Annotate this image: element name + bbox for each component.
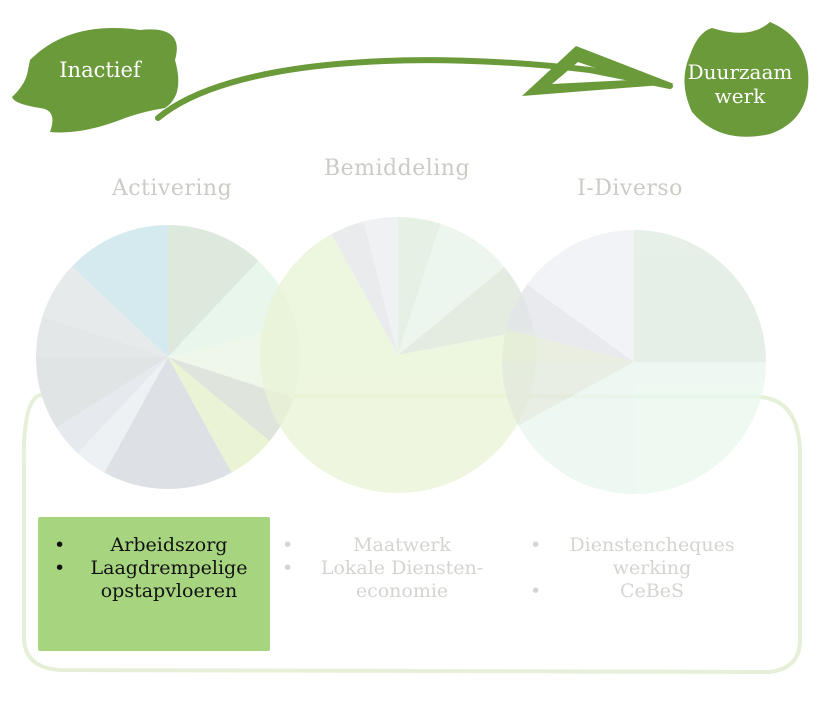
list-item: • Dienstencheques werking (526, 534, 752, 580)
column-title-activering: Activering (111, 176, 233, 201)
item-label: Maatwerk (353, 534, 451, 556)
highlight-box (38, 517, 270, 651)
bemiddeling-slice-2 (398, 267, 534, 355)
activering-slice-10 (42, 266, 168, 357)
activering-slice-1 (168, 260, 296, 357)
bullet-dot: • (530, 580, 542, 602)
item-label-cont: economie (355, 580, 449, 602)
end-label-line2: werk (714, 84, 766, 108)
item-label-cont: opstapvloeren (100, 580, 238, 602)
start-blob (12, 28, 179, 133)
start-label-text: Inactief (59, 58, 141, 82)
bemiddeling-slice-3 (260, 234, 536, 493)
activering-slice-11 (71, 225, 168, 357)
item-label: Laagdrempelige (90, 557, 248, 579)
pie-activering (36, 225, 300, 489)
list-item: • Laagdrempelige opstapvloeren (50, 557, 262, 603)
list-item: • Maatwerk (278, 534, 500, 557)
item-label: Lokale Diensten- (320, 557, 484, 579)
start-label: Inactief (40, 58, 160, 82)
end-blob (684, 22, 809, 137)
bemiddeling-items: • Maatwerk • Lokale Diensten- economie (278, 534, 500, 603)
activering-slice-6 (77, 357, 168, 473)
list-item: • Arbeidszorg (50, 534, 262, 557)
bemiddeling-slice-1 (398, 223, 505, 355)
item-label: Arbeidszorg (110, 534, 228, 556)
arrow-line (155, 57, 673, 121)
activering-items: • Arbeidszorg • Laagdrempelige opstapvlo… (50, 534, 262, 603)
list-item: • Lokale Diensten- economie (278, 557, 500, 603)
bullet-dot: • (530, 534, 542, 556)
activering-slice-5 (104, 357, 232, 489)
i-diverso-items: • Dienstencheques werking • CeBeS (526, 534, 752, 603)
list-item: • CeBeS (526, 580, 752, 603)
i-diverso-slice-5 (527, 230, 634, 362)
activering-slice-0 (168, 225, 259, 357)
bullet-dot: • (54, 534, 66, 556)
bullet-dot: • (282, 557, 294, 579)
bullet-dot: • (54, 557, 66, 579)
item-label: Dienstencheques (569, 534, 735, 556)
pie-i-diverso (502, 230, 766, 495)
activering-slice-9 (36, 316, 168, 357)
arrow-head (522, 46, 674, 96)
item-label: CeBeS (619, 580, 684, 602)
end-label-line1: Duurzaam (687, 60, 793, 84)
activering-slice-8 (36, 357, 168, 428)
activering-slice-4 (168, 357, 270, 473)
bemiddeling-slice-0 (398, 217, 441, 355)
bemiddeling-slice-5 (363, 217, 398, 355)
bullet-dot: • (282, 534, 294, 556)
end-label: Duurzaam werk (680, 60, 800, 108)
i-diverso-slice-1 (518, 362, 766, 495)
i-diverso-slice-0 (634, 230, 766, 362)
bemiddeling-slice-4 (331, 221, 398, 355)
item-label-cont: werking (612, 557, 692, 579)
i-diverso-slice-2 (502, 362, 634, 426)
i-diverso-slice-3 (502, 329, 634, 362)
i-diverso-slice-4 (506, 284, 634, 362)
activering-slice-7 (56, 357, 168, 454)
column-title-bemiddeling: Bemiddeling (323, 156, 471, 181)
group-outline (21, 392, 802, 675)
column-title-i-diverso: I-Diverso (577, 176, 683, 201)
activering-slice-3 (168, 357, 294, 442)
pie-bemiddeling (260, 217, 536, 493)
